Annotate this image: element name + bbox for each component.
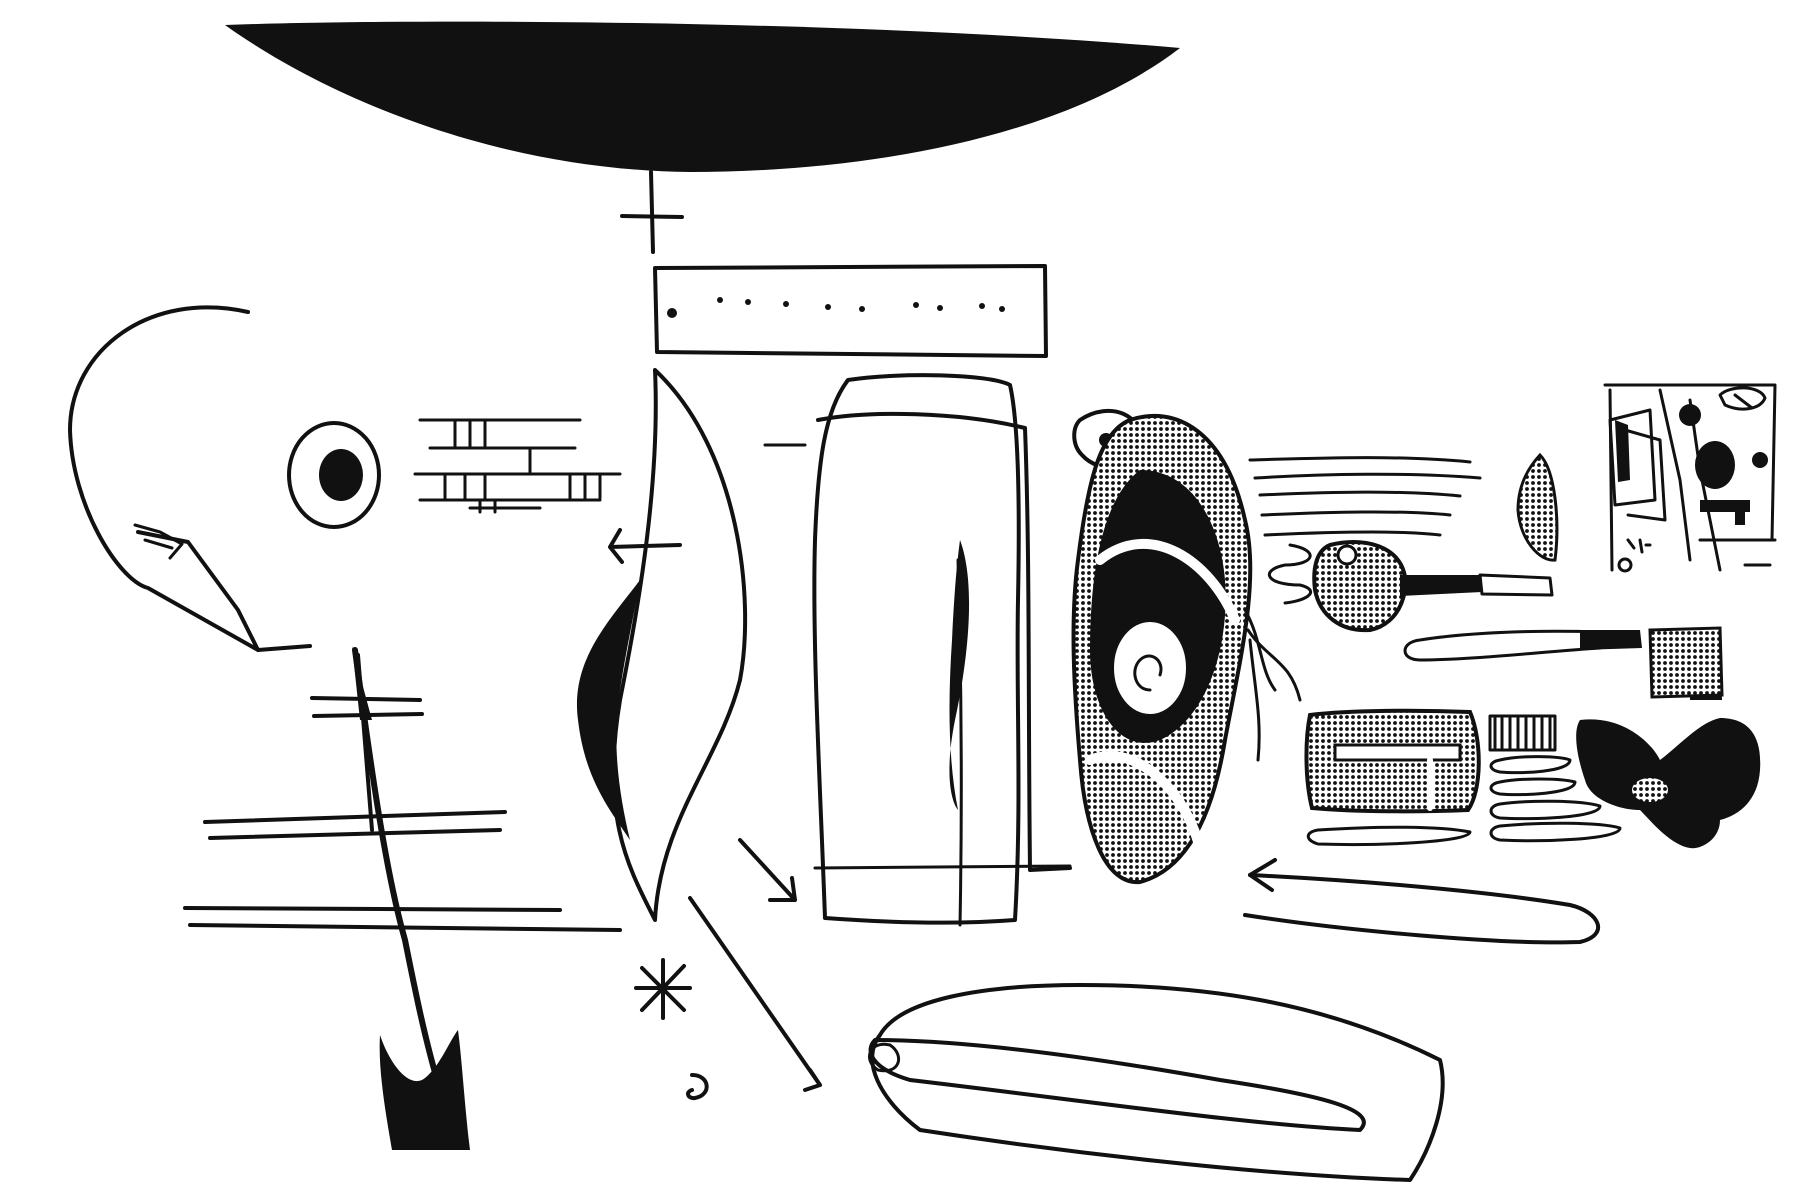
bottom-loop-scribble	[870, 983, 1445, 1182]
dotted-ruler-box	[653, 264, 1048, 358]
asterisk-star	[634, 958, 692, 1020]
long-pill	[1403, 629, 1602, 662]
fish-bar-tip	[1478, 573, 1554, 597]
dagger-shaft	[352, 647, 443, 1093]
dark-lens	[1516, 452, 1559, 562]
diagonal-arrow-upper	[738, 838, 797, 902]
pod-spiral-outer	[1110, 618, 1190, 718]
striped-square	[1488, 714, 1557, 752]
dagger-blade	[379, 1030, 470, 1150]
head-eye-ring	[287, 421, 381, 529]
return-arrow-scribble	[1243, 873, 1601, 945]
tall-sheet-outer	[812, 373, 1021, 925]
pill-tall-block	[1648, 626, 1724, 699]
pod-tendrils	[1243, 608, 1302, 762]
sail-dark-shape	[576, 580, 640, 840]
head-eye-pupil	[319, 449, 363, 501]
stacked-pills	[1306, 755, 1622, 846]
sail-arrow	[608, 528, 682, 564]
tall-sheet-bottom-line	[813, 864, 1072, 870]
bottom-loop-left-curl	[868, 1042, 901, 1073]
ladder-marks	[413, 418, 622, 514]
panel-window	[1333, 743, 1462, 762]
dark-fish-head	[1312, 540, 1408, 633]
diagonal-arrow-lower	[688, 896, 822, 1092]
ruler-dots	[667, 297, 1005, 318]
black-crescent	[225, 21, 1180, 172]
right-dark-blob	[1576, 718, 1761, 849]
return-arrow-head	[1248, 858, 1277, 892]
stem-crossbar	[620, 214, 684, 219]
pod-loop	[1085, 538, 1240, 855]
head-jaw-line	[136, 530, 260, 652]
blob-halftone-spot	[1632, 778, 1668, 802]
head-ear-mark	[133, 523, 184, 560]
horizontal-lines-left	[183, 696, 622, 932]
wavy-lines-group	[1248, 456, 1482, 605]
sketch-panel	[1603, 383, 1777, 573]
fish-eye	[1336, 544, 1358, 566]
folded-sail	[611, 368, 748, 922]
small-hook	[686, 1073, 709, 1101]
bottom-loop-inner	[868, 1038, 1366, 1132]
fish-bar	[1400, 575, 1482, 596]
dagger-tip	[352, 646, 372, 720]
tall-sheet-line	[956, 558, 963, 927]
crescent-stem	[649, 170, 655, 254]
pod-spiral-inner	[1133, 654, 1163, 692]
tall-sheet-inner	[816, 411, 1072, 872]
head-outline	[68, 305, 312, 652]
